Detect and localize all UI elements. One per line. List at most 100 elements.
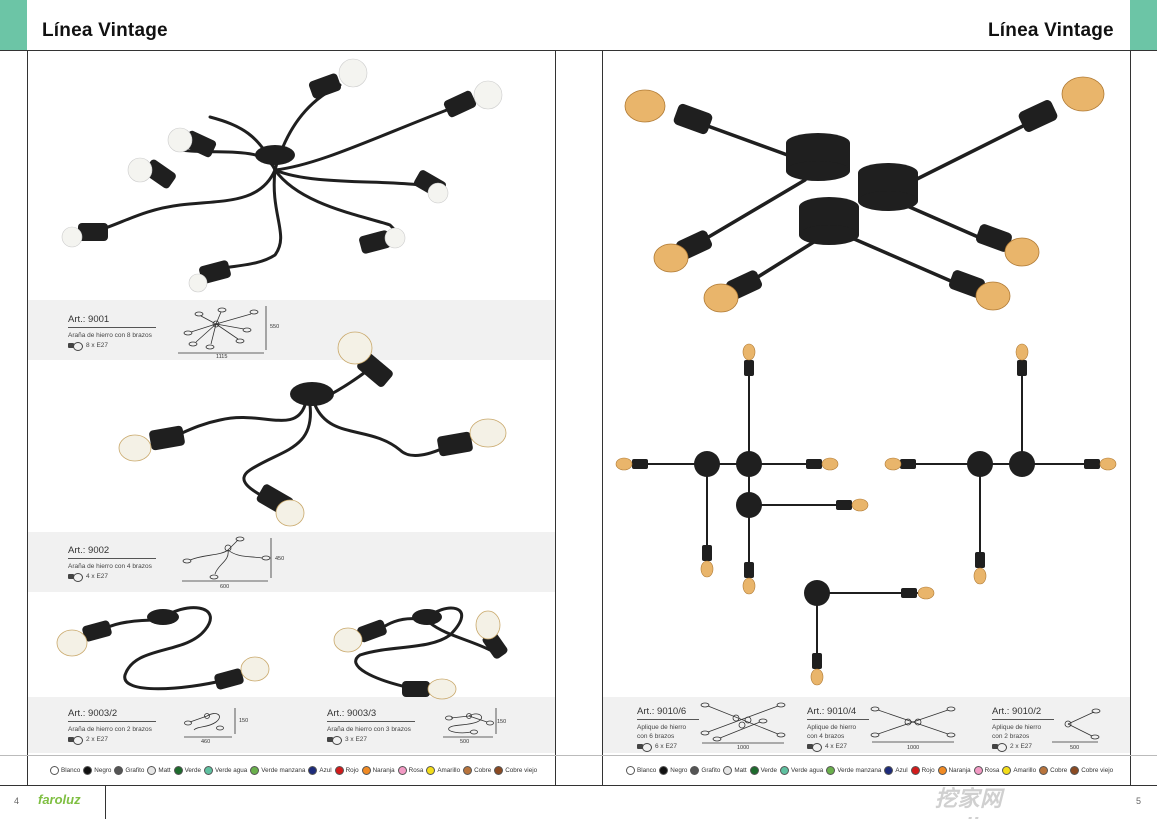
color-swatch-icon bbox=[626, 766, 635, 775]
spec-band-9003 bbox=[28, 697, 555, 753]
art-description-line2: con 6 brazos bbox=[637, 733, 675, 740]
art-description: Araña de hierro con 3 brazos bbox=[327, 726, 411, 733]
bulb-count: 4 x E27 bbox=[86, 573, 109, 580]
legend-item: Verde manzana bbox=[250, 766, 305, 775]
color-swatch-icon bbox=[397, 766, 407, 775]
footer-divider bbox=[105, 785, 106, 819]
legend-item: Verde bbox=[173, 766, 202, 775]
bulb-count: 4 x E27 bbox=[825, 743, 848, 750]
legend-label: Blanco bbox=[637, 767, 657, 774]
bulb-count: 3 x E27 bbox=[345, 736, 368, 743]
art-code: Art.: 9010/6 bbox=[637, 706, 699, 720]
bulb-icon bbox=[68, 573, 83, 582]
legend-label: Verde manzana bbox=[837, 767, 882, 774]
legend-label: Grafito bbox=[701, 767, 721, 774]
art-description-line1: Aplique de hierro bbox=[992, 724, 1042, 731]
product-photo-9003-2 bbox=[56, 606, 270, 691]
legend-item: Cobre bbox=[463, 766, 491, 775]
art-code: Art.: 9003/2 bbox=[68, 708, 156, 722]
legend-label: Naranja bbox=[948, 767, 971, 774]
legend-label: Rojo bbox=[921, 767, 935, 774]
bulb-icon bbox=[807, 743, 822, 752]
legend-item: Cobre bbox=[1039, 766, 1067, 775]
page-number-left: 4 bbox=[14, 796, 20, 806]
color-swatch-icon bbox=[334, 766, 344, 775]
diagram-9003-3 bbox=[443, 708, 497, 738]
left-accent-tab bbox=[0, 0, 27, 50]
legend-label: Verde bbox=[184, 767, 202, 774]
legend-label: Verde bbox=[760, 767, 778, 774]
legend-label: Matt bbox=[734, 767, 747, 774]
canopy-9001 bbox=[255, 145, 295, 165]
legend-item: Azul bbox=[884, 766, 908, 775]
bulb-icon bbox=[68, 736, 83, 745]
color-swatch-icon bbox=[780, 766, 790, 775]
legend-label: Verde agua bbox=[215, 767, 248, 774]
color-swatch-icon bbox=[308, 766, 318, 775]
product-silhouette-9010-6 bbox=[615, 343, 869, 595]
dim-height-9003-2: 150 bbox=[239, 718, 249, 724]
color-swatch-icon bbox=[250, 766, 260, 775]
spec-9001: Art.: 9001 Araña de hierro con 8 brazos … bbox=[68, 314, 156, 351]
color-swatch-icon bbox=[463, 766, 473, 775]
diagram-9010-4 bbox=[870, 706, 956, 743]
legend-label: Cobre bbox=[1050, 767, 1068, 774]
legend-item: Cobre viejo bbox=[494, 766, 537, 775]
watermark: 挖家网 wajiawang.com bbox=[935, 786, 1102, 819]
color-swatch-icon bbox=[1039, 766, 1049, 775]
legend-label: Verde agua bbox=[791, 767, 824, 774]
legend-item: Naranja bbox=[937, 766, 971, 775]
product-silhouette-9010-4 bbox=[884, 343, 1117, 585]
legend-label: Azul bbox=[319, 767, 332, 774]
color-swatch-icon bbox=[114, 766, 124, 775]
legend-label: Matt bbox=[158, 767, 171, 774]
color-swatch-icon bbox=[173, 766, 183, 775]
color-swatch-icon bbox=[973, 766, 983, 775]
color-swatch-icon bbox=[1002, 766, 1012, 775]
spec-9010-6: Art.: 9010/6 Aplique de hierro con 6 bra… bbox=[637, 706, 699, 752]
art-description-line2: con 2 brazos bbox=[992, 733, 1030, 740]
header-rule bbox=[0, 50, 1157, 51]
color-swatch-icon bbox=[1070, 766, 1080, 775]
dim-width-9010-2: 500 bbox=[1070, 745, 1080, 751]
legend-label: Rosa bbox=[408, 767, 424, 774]
diagram-9010-6 bbox=[700, 702, 786, 744]
color-swatch-icon bbox=[494, 766, 504, 775]
legend-item: Negro bbox=[659, 766, 687, 775]
color-swatch-icon bbox=[690, 766, 700, 775]
legend-label: Grafito bbox=[125, 767, 145, 774]
legend-item: Verde agua bbox=[780, 766, 823, 775]
art-code: Art.: 9003/3 bbox=[327, 708, 415, 722]
bulb-icon bbox=[637, 743, 652, 752]
spec-band-9010 bbox=[603, 697, 1130, 753]
legend-top-rule bbox=[0, 755, 1157, 756]
legend-label: Amarillo bbox=[437, 767, 461, 774]
left-margin-line bbox=[27, 50, 28, 785]
art-code: Art.: 9010/4 bbox=[807, 706, 869, 720]
legend-item: Azul bbox=[308, 766, 332, 775]
product-silhouette-9010-2 bbox=[804, 580, 935, 686]
color-swatch-icon bbox=[659, 766, 669, 775]
legend-item: Rosa bbox=[397, 766, 424, 775]
legend-label: Negro bbox=[94, 767, 112, 774]
bulb-count: 6 x E27 bbox=[655, 743, 678, 750]
art-description: Araña de hierro con 8 brazos bbox=[68, 332, 152, 339]
legend-item: Grafito bbox=[114, 766, 144, 775]
spec-9002: Art.: 9002 Araña de hierro con 4 brazos … bbox=[68, 545, 156, 582]
canopy-9002 bbox=[290, 382, 334, 406]
product-photo-9002 bbox=[118, 331, 507, 527]
spec-9010-2: Art.: 9010/2 Aplique de hierro con 2 bra… bbox=[992, 706, 1054, 752]
art-code: Art.: 9001 bbox=[68, 314, 156, 328]
product-photo-9010-6 bbox=[624, 76, 1105, 313]
legend-label: Amarillo bbox=[1013, 767, 1037, 774]
art-description: Araña de hierro con 4 brazos bbox=[68, 563, 152, 570]
art-code: Art.: 9010/2 bbox=[992, 706, 1054, 720]
diagram-9003-2 bbox=[184, 708, 236, 738]
color-swatch-icon bbox=[204, 766, 214, 775]
legend-item: Cobre viejo bbox=[1070, 766, 1113, 775]
color-swatch-icon bbox=[723, 766, 733, 775]
dim-width-9003-3: 500 bbox=[460, 739, 470, 745]
legend-item: Negro bbox=[83, 766, 111, 775]
left-page-title: Línea Vintage bbox=[42, 20, 168, 41]
